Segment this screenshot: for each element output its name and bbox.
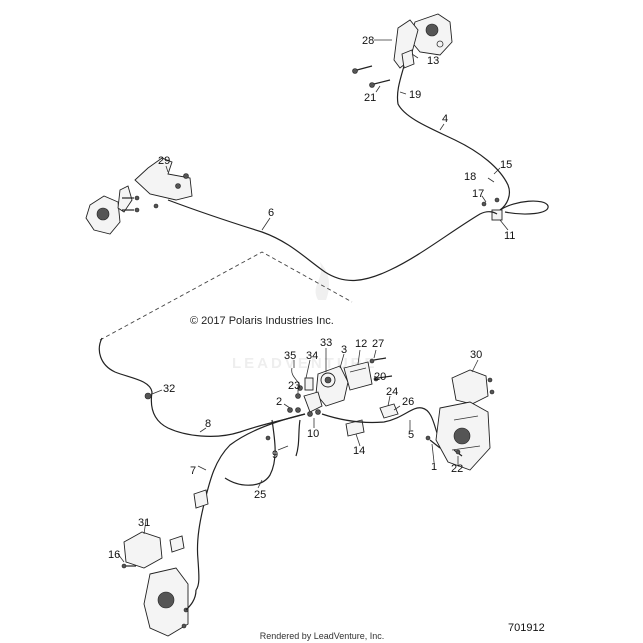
callout-24: 24 <box>386 386 398 398</box>
fittings-lower <box>265 393 321 441</box>
bolts-1-22 <box>425 377 495 457</box>
brake-line-5 <box>321 407 439 437</box>
callout-9: 9 <box>272 449 278 461</box>
callout-29: 29 <box>158 155 170 167</box>
callouts: 28 13 21 19 4 15 18 17 11 6 29 35 34 33 … <box>108 35 515 561</box>
bolts-upper-left <box>122 195 159 213</box>
callout-23: 23 <box>288 380 300 392</box>
figure-number: 701912 <box>508 622 545 634</box>
brake-line-7-end <box>185 589 197 611</box>
callout-6: 6 <box>268 207 274 219</box>
brake-line-4 <box>396 65 511 211</box>
callout-14: 14 <box>353 445 365 457</box>
bolts-21 <box>352 65 391 88</box>
bracket-7-clip <box>193 489 209 509</box>
callout-18: 18 <box>464 171 476 183</box>
junction-block-11 <box>481 197 503 221</box>
callout-13: 13 <box>427 55 439 67</box>
callout-35: 35 <box>284 350 296 362</box>
callout-22: 22 <box>451 463 463 475</box>
callout-8: 8 <box>205 418 211 430</box>
brake-line-7 <box>195 413 306 591</box>
caliper-lower-left <box>123 531 189 637</box>
callout-11: 11 <box>504 230 515 242</box>
callout-16: 16 <box>108 549 120 561</box>
bracket-29 <box>134 157 193 201</box>
callout-17: 17 <box>472 188 484 200</box>
caliper-upper-left <box>85 185 133 235</box>
brake-line-25 <box>224 419 276 486</box>
caliper-upper-right <box>393 13 453 69</box>
bolts-27-20 <box>369 357 393 382</box>
callout-21: 21 <box>364 92 376 104</box>
brake-line-6 <box>167 199 498 282</box>
callout-19: 19 <box>409 89 421 101</box>
caliper-lower-right <box>435 369 491 471</box>
callout-34: 34 <box>306 350 318 362</box>
master-cylinder-33 <box>303 365 349 413</box>
callout-25: 25 <box>254 489 266 501</box>
callout-26: 26 <box>402 396 414 408</box>
copyright-notice: © 2017 Polaris Industries Inc. <box>190 315 334 327</box>
callout-31: 31 <box>138 517 150 529</box>
leader-lines <box>117 39 509 563</box>
callout-33: 33 <box>320 337 332 349</box>
callout-12: 12 <box>355 338 367 350</box>
callout-32: 32 <box>163 383 175 395</box>
fitting-32 <box>144 392 152 400</box>
routing-dashed-line <box>99 251 353 341</box>
callout-4: 4 <box>442 113 448 125</box>
callout-2: 2 <box>276 396 282 408</box>
callout-15: 15 <box>500 159 512 171</box>
callout-20: 20 <box>374 371 386 383</box>
bracket-24 <box>379 403 399 419</box>
reservoir-12 <box>343 361 373 391</box>
callout-1: 1 <box>431 461 437 473</box>
brake-line-9 <box>295 419 301 457</box>
switch-35 <box>291 367 314 391</box>
brake-line-8 <box>98 337 306 437</box>
callout-28: 28 <box>362 35 374 47</box>
callout-27: 27 <box>372 338 384 350</box>
brake-line-loop <box>499 200 549 215</box>
callout-10: 10 <box>307 428 319 440</box>
callout-7: 7 <box>190 465 196 477</box>
rendered-by-credit: Rendered by LeadVenture, Inc. <box>260 631 385 641</box>
callout-5: 5 <box>408 429 414 441</box>
callout-30: 30 <box>470 349 482 361</box>
callout-3: 3 <box>341 344 347 356</box>
